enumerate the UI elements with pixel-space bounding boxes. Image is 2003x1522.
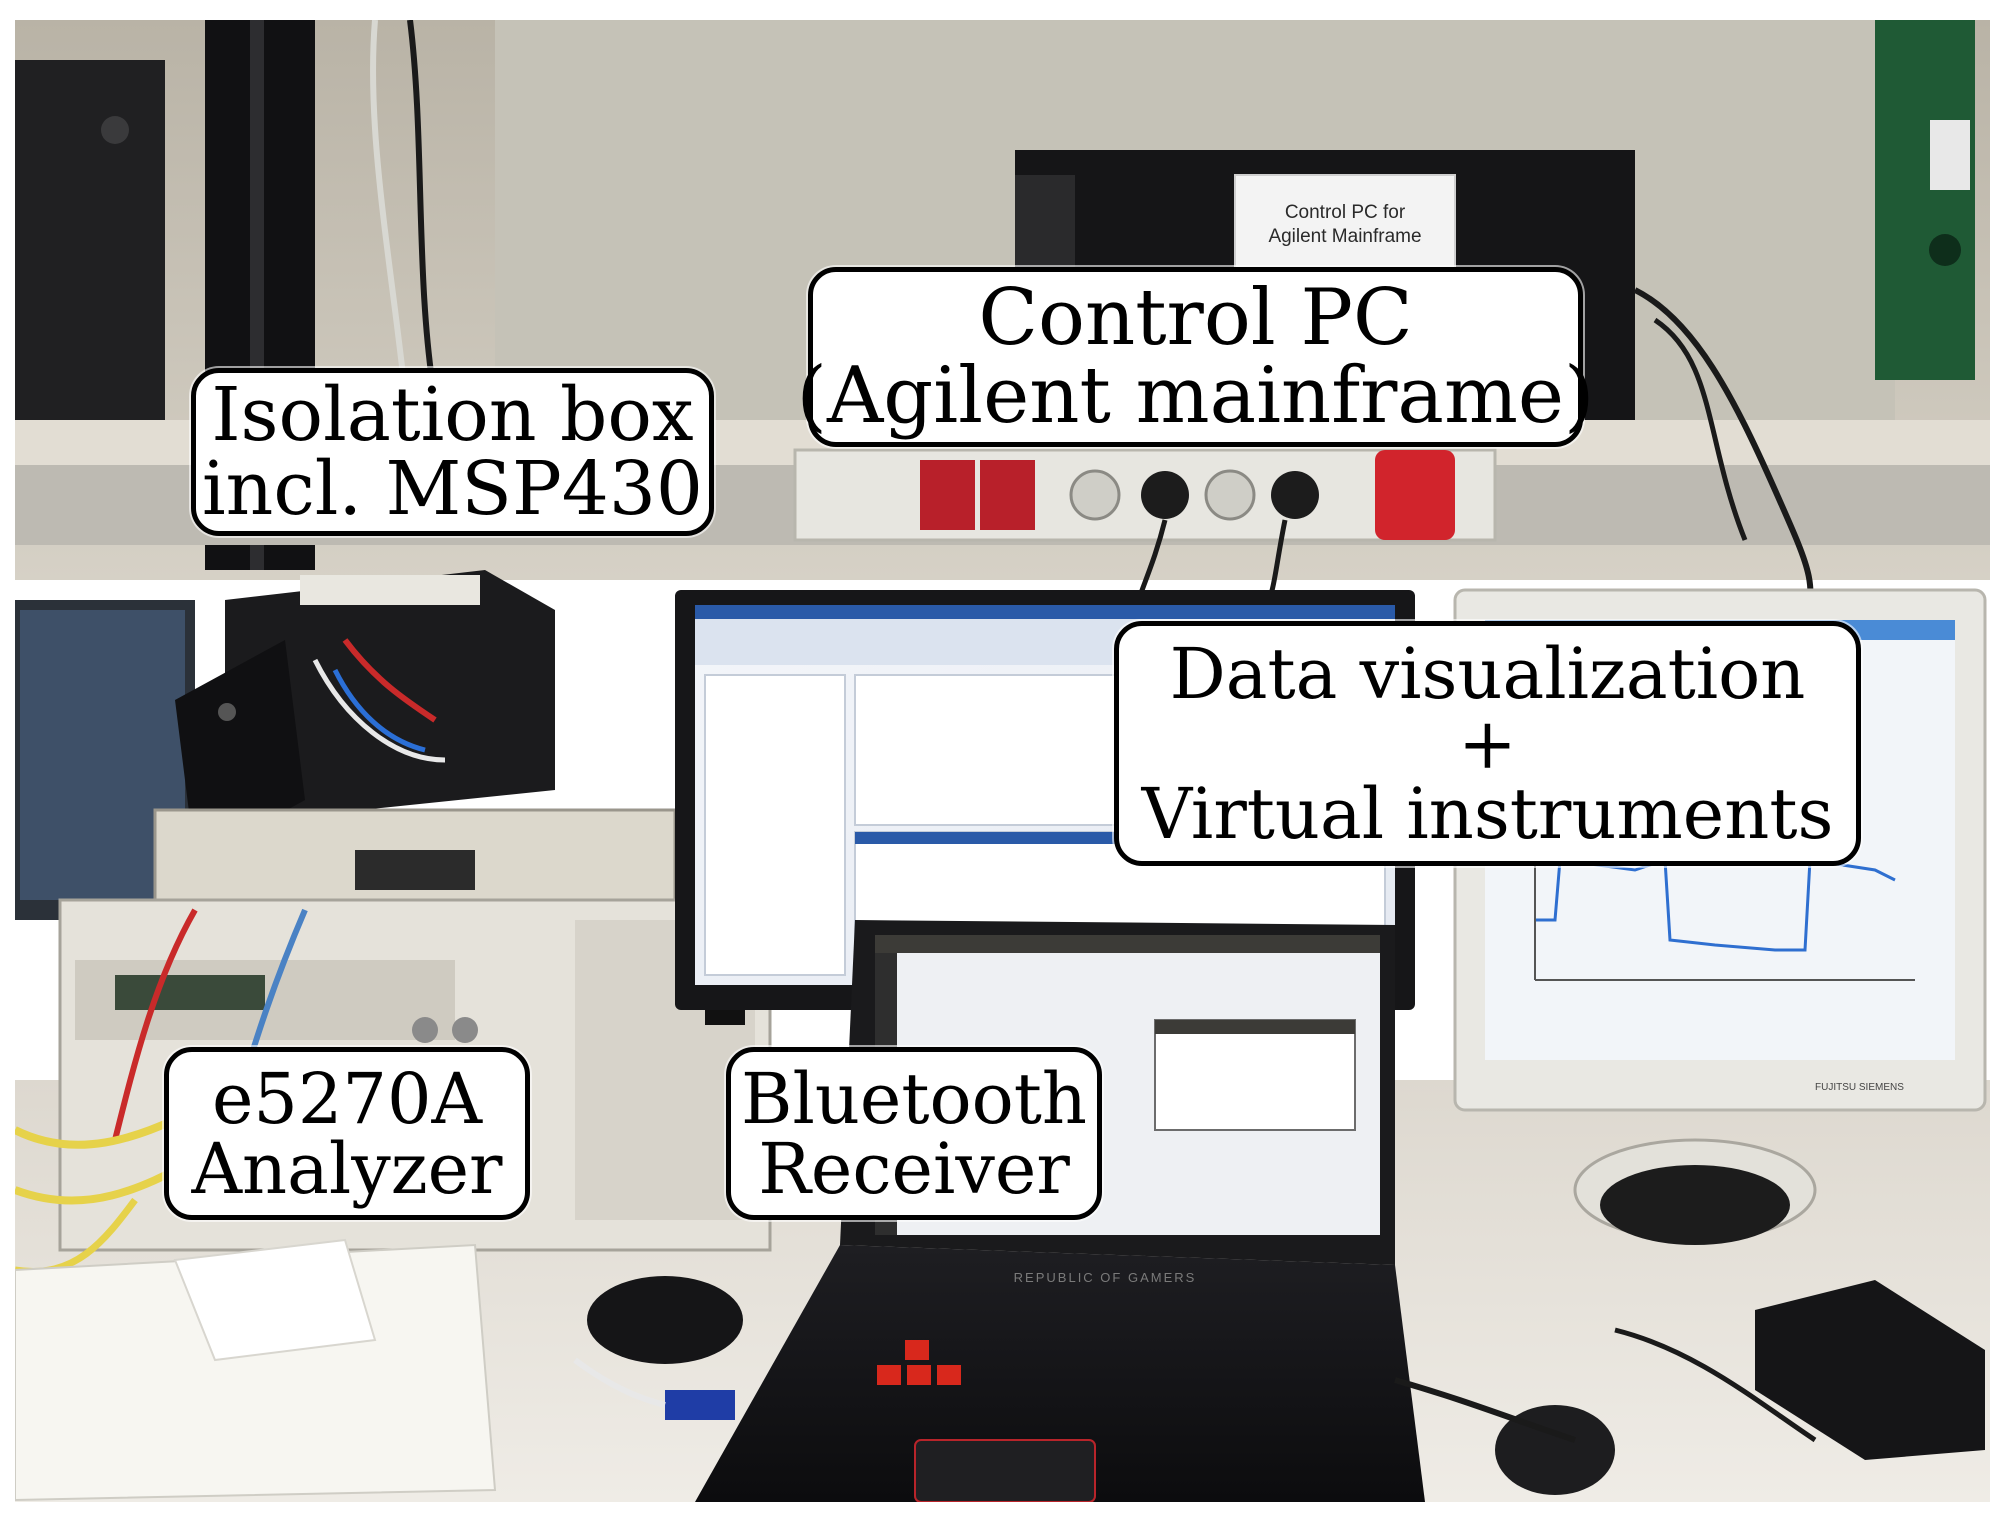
socket-icon <box>1141 471 1189 519</box>
callout-data-visualization: Data visualization + Virtual instruments <box>1114 621 1861 866</box>
bnc-connector-icon <box>412 1017 438 1043</box>
pc-sign-line1: Control PC for <box>1285 202 1406 223</box>
cable <box>407 20 438 401</box>
isolation-box-label <box>300 575 480 605</box>
wire-blue <box>332 668 426 753</box>
matlab-tabs <box>695 605 1395 619</box>
red-industrial-socket <box>1375 450 1455 540</box>
callout-bluetooth: Bluetooth Receiver <box>726 1047 1102 1220</box>
socket-icon <box>1204 469 1256 521</box>
socket-red <box>980 460 1035 530</box>
callout-analyzer: e5270A Analyzer <box>164 1047 530 1220</box>
callout-isolation-box-line1: Isolation box <box>211 372 694 458</box>
isolation-box-lid <box>175 640 305 860</box>
usb-cable <box>1614 1327 1817 1443</box>
bluetooth-wire <box>573 1357 666 1408</box>
callout-analyzer-line2: Analyzer <box>191 1127 503 1210</box>
speaker-driver-icon <box>101 116 129 144</box>
isolation-box <box>225 570 555 820</box>
laptop-touchpad <box>914 1439 1096 1502</box>
right-monitor-stand-foot <box>1600 1165 1790 1245</box>
socket-red <box>920 460 975 530</box>
test-lead-red <box>112 908 198 1141</box>
laptop-key-red <box>905 1340 929 1360</box>
laptop-key-red <box>937 1365 961 1385</box>
callout-bluetooth-line2: Receiver <box>758 1127 1070 1210</box>
mouse-right <box>1495 1405 1615 1495</box>
laptop-key-red <box>907 1365 931 1385</box>
laptop-titlebar <box>875 935 1380 953</box>
mouse <box>587 1276 743 1364</box>
matlab-file-browser <box>704 674 846 976</box>
screw-icon <box>218 703 236 721</box>
bluetooth-module <box>665 1390 735 1420</box>
left-speaker <box>15 60 165 450</box>
analyzer-display <box>115 975 265 1010</box>
callout-data-visualization-line3: Virtual instruments <box>1141 772 1834 855</box>
callout-bluetooth-line1: Bluetooth <box>741 1057 1087 1140</box>
socket-icon <box>1271 471 1319 519</box>
tissue <box>173 1238 377 1362</box>
laptop-keyboard-deck <box>695 1245 1425 1502</box>
power-supply-display <box>355 850 475 890</box>
callout-control-pc-line1: Control PC <box>978 273 1413 363</box>
callout-data-visualization-line2: + <box>1458 702 1517 785</box>
usb-cable <box>1394 1377 1576 1443</box>
binder-label <box>1930 120 1970 190</box>
callout-data-visualization-line1: Data visualization <box>1169 632 1806 715</box>
monitor-brand: FUJITSU SIEMENS <box>1815 1082 1904 1093</box>
socket-icon <box>1069 469 1121 521</box>
green-binder <box>1875 20 1975 380</box>
callout-isolation-box: Isolation box incl. MSP430 <box>191 368 714 536</box>
laptop-brand: REPUBLIC OF GAMERS <box>1014 1270 1197 1285</box>
pc-sign-line2: Agilent Mainframe <box>1268 226 1421 247</box>
callout-control-pc-line2: (Agilent mainframe) <box>796 351 1595 441</box>
power-brick <box>1755 1280 1985 1460</box>
monitor-base <box>705 1010 745 1025</box>
callout-isolation-box-line2: incl. MSP430 <box>202 446 703 532</box>
wire-red <box>342 638 437 723</box>
laptop-dialog-header <box>1155 1020 1355 1034</box>
laptop-dialog <box>1154 1019 1356 1131</box>
cable <box>1653 317 1748 541</box>
wire-white <box>312 658 446 763</box>
pc-sign <box>1234 174 1456 276</box>
laptop-key-red <box>877 1365 901 1385</box>
callout-control-pc: Control PC (Agilent mainframe) <box>797 267 1595 447</box>
binder-ring-icon <box>1929 234 1961 266</box>
callout-analyzer-line1: e5270A <box>211 1057 483 1140</box>
bnc-connector-icon <box>452 1017 478 1043</box>
